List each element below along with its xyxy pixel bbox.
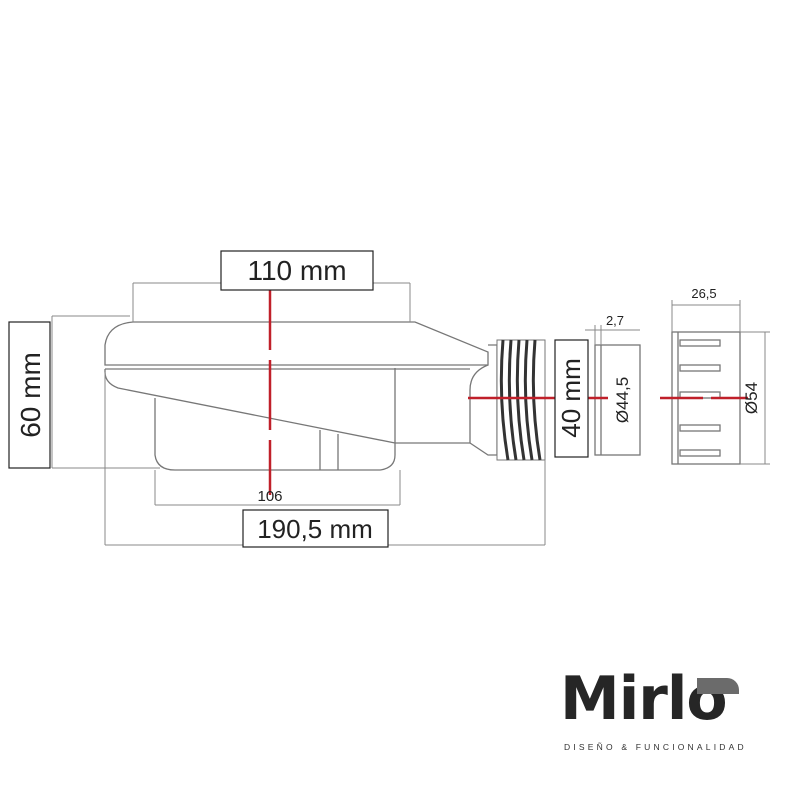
dim-bottom-width: 106: [257, 488, 282, 505]
logo-accent: [697, 678, 739, 694]
dim-outlet-diameter: Ø44,5: [613, 377, 632, 423]
drain-body: [104, 321, 741, 471]
label-boxes: [8, 250, 589, 548]
dim-wall-thickness: 2,7: [606, 313, 624, 328]
dim-adapter-diameter: Ø54: [742, 382, 761, 414]
outlet-ring: [594, 344, 641, 456]
logo-wordmark: Mirlo: [560, 664, 728, 734]
drain-cap: [104, 321, 489, 366]
outlet-thread: [496, 339, 546, 461]
mirlo-logo: Mirlo DISEÑO & FUNCIONALIDAD: [560, 664, 750, 752]
dim-adapter-length: 26,5: [691, 286, 716, 301]
drain-neck: [469, 344, 498, 456]
dim-top-width: 110 mm: [247, 255, 346, 286]
drain-cup: [154, 398, 396, 471]
drain-housing: [104, 364, 489, 444]
dim-total-length: 190,5 mm: [257, 514, 373, 544]
dim-height: 60 mm: [15, 352, 46, 438]
logo-tagline: DISEÑO & FUNCIONALIDAD: [564, 742, 747, 752]
dim-outlet-height: 40 mm: [556, 358, 586, 437]
axis-lines: [268, 290, 748, 495]
